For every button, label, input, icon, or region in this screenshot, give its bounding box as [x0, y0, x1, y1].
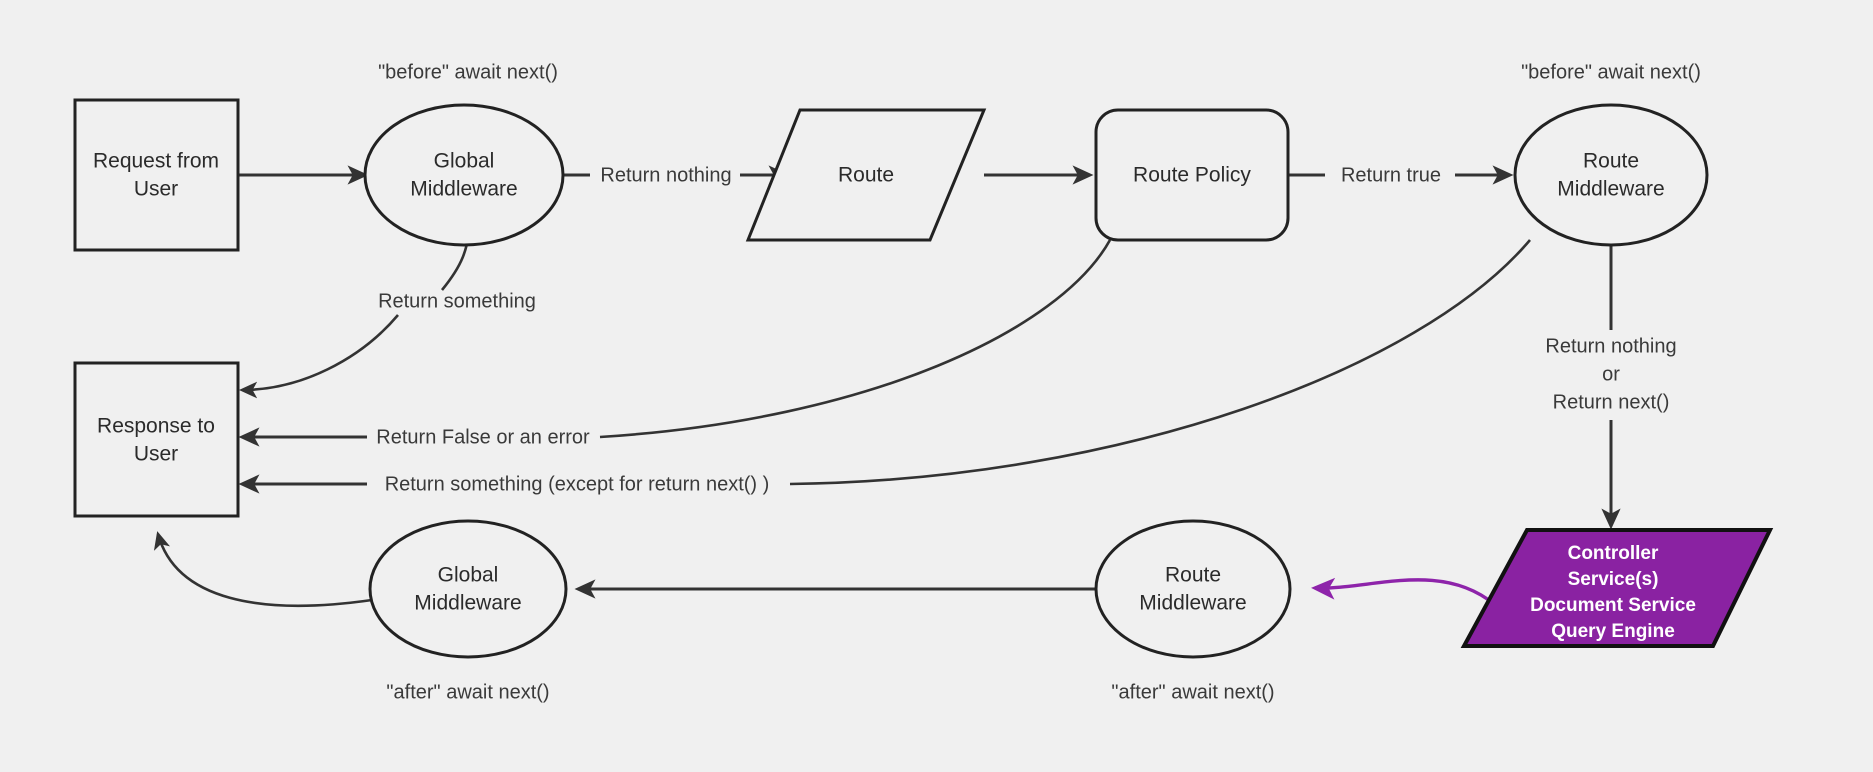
node-route-mw-top-line1: Route [1583, 150, 1639, 173]
annotation-after-global-middleware: "after" await next() [386, 681, 549, 703]
node-route-middleware-top[interactable]: Route Middleware [1513, 103, 1709, 247]
annotation-before-global-middleware: "before" await next() [378, 61, 558, 83]
node-request-label-line2: User [134, 178, 178, 201]
edge-route-mw-to-response-curve [789, 239, 1531, 486]
node-controller-line3: Document Service [1530, 595, 1696, 616]
edge-global-mw-return-something-lower [238, 314, 399, 399]
node-request-label-line1: Request from [93, 150, 219, 173]
node-controller-line2: Service(s) [1568, 569, 1659, 590]
edge-controller-to-route-mw-bottom [1311, 577, 1496, 606]
node-global-middleware-top[interactable]: Global Middleware [363, 103, 565, 247]
node-response-line1: Response to [97, 415, 215, 438]
node-controller-line1: Controller [1568, 543, 1659, 564]
node-route-label: Route [838, 164, 894, 187]
node-route-mw-bottom-line1: Route [1165, 564, 1221, 587]
edge-label-return-nothing: Return nothing [600, 164, 731, 186]
node-route-mw-bottom-line2: Middleware [1139, 592, 1246, 615]
edge-label-return-something: Return something [378, 290, 536, 312]
annotation-after-route-middleware: "after" await next() [1111, 681, 1274, 703]
node-global-mw-bottom-line2: Middleware [414, 592, 521, 615]
edge-global-mw-bottom-to-response [153, 531, 373, 608]
node-response-line2: User [134, 443, 178, 466]
node-route-middleware-bottom[interactable]: Route Middleware [1094, 519, 1292, 659]
node-route-mw-top-line2: Middleware [1557, 178, 1664, 201]
edge-route-policy-to-response-curve [599, 239, 1112, 439]
annotation-before-route-middleware: "before" await next() [1521, 61, 1701, 83]
node-global-middleware-bottom[interactable]: Global Middleware [368, 519, 568, 659]
edge-label-return-true: Return true [1341, 164, 1441, 186]
node-global-mw-top-line2: Middleware [410, 178, 517, 201]
node-global-mw-top-line1: Global [434, 150, 495, 173]
node-global-mw-bottom-line1: Global [438, 564, 499, 587]
node-route-policy[interactable]: Route Policy [1094, 108, 1290, 242]
node-request-from-user[interactable]: Request from User [73, 98, 240, 252]
edge-label-return-something-except: Return something (except for return next… [385, 473, 770, 495]
edge-label-return-nothing-or-next-line3: Return next() [1553, 391, 1670, 413]
edge-label-return-false-or-error: Return False or an error [376, 426, 590, 448]
node-controller-line4: Query Engine [1551, 621, 1675, 642]
node-route-policy-label: Route Policy [1133, 164, 1251, 187]
node-route[interactable]: Route [745, 108, 987, 242]
node-controller-services[interactable]: Controller Service(s) Document Service Q… [1460, 528, 1774, 648]
edge-label-return-nothing-or-next-line1: Return nothing [1545, 335, 1676, 357]
edge-label-return-nothing-or-next-line2: or [1602, 363, 1620, 385]
node-response-to-user[interactable]: Response to User [73, 361, 240, 518]
